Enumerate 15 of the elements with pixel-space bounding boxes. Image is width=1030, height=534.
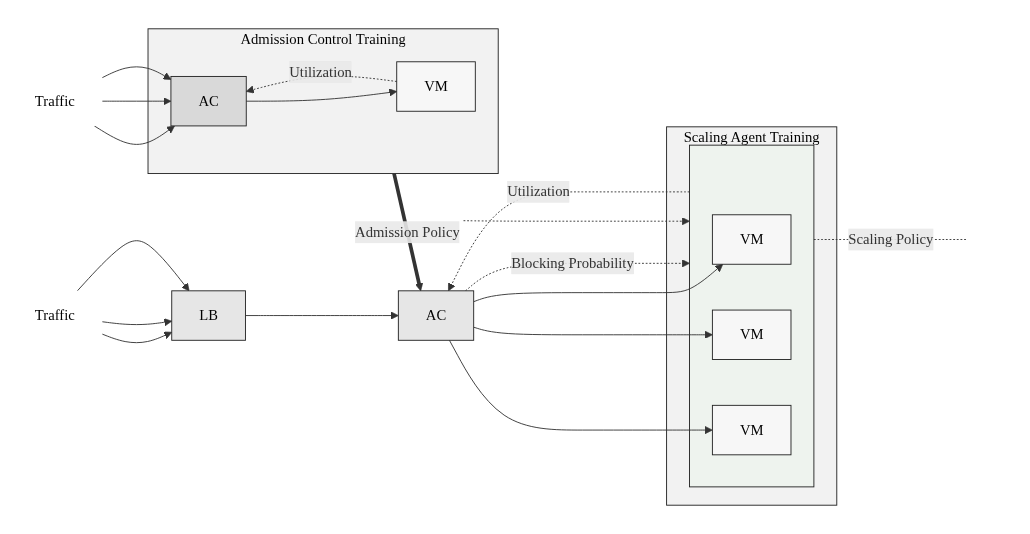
node-box: VM xyxy=(711,214,792,265)
node-box: AC xyxy=(397,290,475,341)
edge-label: Admission Policy xyxy=(355,223,460,240)
node-box: VM xyxy=(396,61,476,112)
node-text: Traffic xyxy=(34,307,75,323)
node-box: VM xyxy=(711,404,792,456)
edge-label: Utilization xyxy=(289,63,352,80)
node-text: Traffic xyxy=(34,92,75,109)
edge-label: Blocking Probability xyxy=(511,255,634,271)
node-box: VM xyxy=(711,309,792,360)
node-box: AC xyxy=(170,76,247,127)
edge-label: Scaling Policy xyxy=(848,231,934,247)
cluster xyxy=(689,144,815,488)
edge-label: Utilization xyxy=(507,183,570,200)
node-box: LB xyxy=(171,290,246,341)
